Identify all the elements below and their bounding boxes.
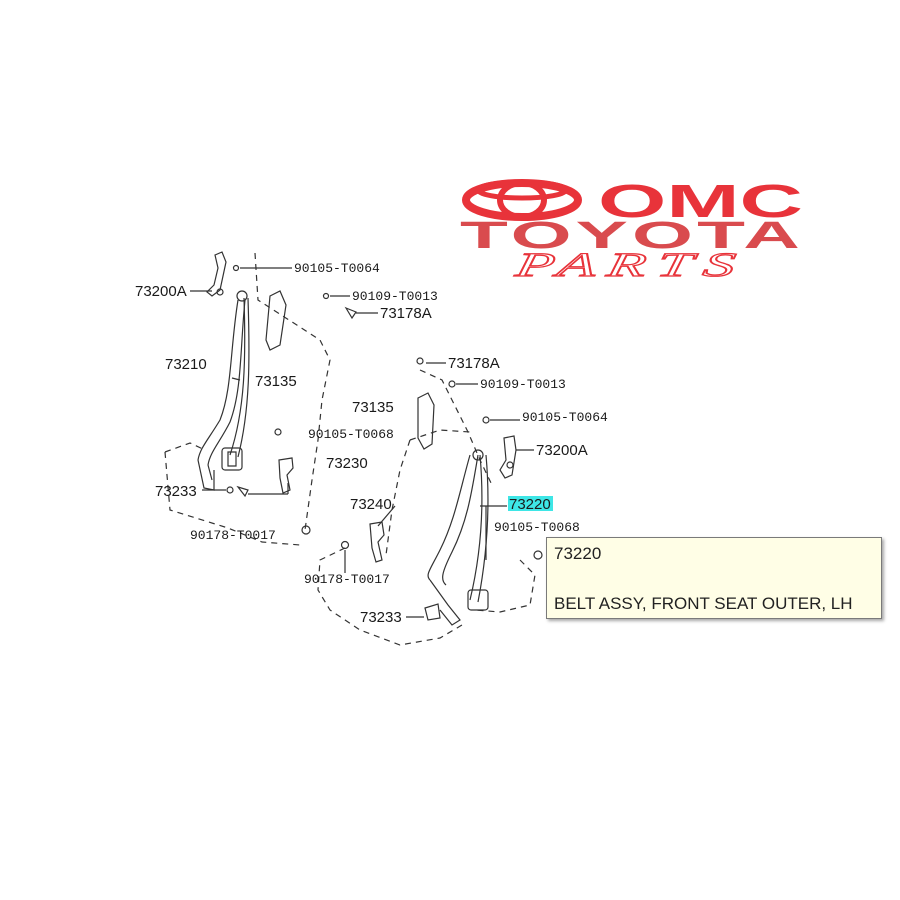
right-part-labels: 73178A 90109-T0013 73135 90105-T0064 732… <box>304 355 608 626</box>
part-label-73178A-right[interactable]: 73178A <box>448 355 500 372</box>
leader-lines <box>190 267 534 618</box>
omc-toyota-logo: OMC TOYOTA PARTS <box>460 175 804 285</box>
part-label-73135-right[interactable]: 73135 <box>352 399 394 416</box>
part-label-90109-T0013-left[interactable]: 90109-T0013 <box>352 289 438 304</box>
part-label-90105-T0064-right[interactable]: 90105-T0064 <box>522 410 608 425</box>
part-label-73135-left[interactable]: 73135 <box>255 373 297 390</box>
part-label-73240[interactable]: 73240 <box>350 496 392 513</box>
part-label-73178A-left[interactable]: 73178A <box>380 305 432 322</box>
logo-toyota-text: TOYOTA <box>460 215 804 257</box>
part-label-73233-left[interactable]: 73233 <box>155 483 197 500</box>
part-label-73200A-left[interactable]: 73200A <box>135 283 187 300</box>
logo-parts-text: PARTS <box>511 246 749 284</box>
left-seat-belt-assembly <box>164 251 357 546</box>
part-label-90178-T0017-left[interactable]: 90178-T0017 <box>190 528 276 543</box>
part-label-73233-right[interactable]: 73233 <box>360 609 402 626</box>
part-label-90178-T0017-right[interactable]: 90178-T0017 <box>304 572 390 587</box>
logo-omc-text: OMC <box>598 175 803 227</box>
toyota-emblem-icon <box>462 179 582 221</box>
tooltip-part-description: BELT ASSY, FRONT SEAT OUTER, LH <box>554 594 853 613</box>
tooltip-part-number: 73220 <box>554 544 602 563</box>
part-label-90105-T0068-left[interactable]: 90105-T0068 <box>308 427 394 442</box>
part-label-73230[interactable]: 73230 <box>326 455 368 472</box>
right-seat-belt-assembly <box>317 357 543 646</box>
part-label-90109-T0013-right[interactable]: 90109-T0013 <box>480 377 566 392</box>
part-label-90105-T0068-right[interactable]: 90105-T0068 <box>494 520 580 535</box>
part-label-90105-T0064-left[interactable]: 90105-T0064 <box>294 261 380 276</box>
part-label-73220-highlighted[interactable]: 73220 <box>509 496 551 513</box>
part-label-73210[interactable]: 73210 <box>165 356 207 373</box>
part-label-73200A-right[interactable]: 73200A <box>536 442 588 459</box>
highlight-73220 <box>508 496 553 511</box>
part-tooltip: 73220 BELT ASSY, FRONT SEAT OUTER, LH <box>546 537 882 619</box>
left-part-labels: 90105-T0064 73200A 90109-T0013 73178A 73… <box>135 261 438 543</box>
